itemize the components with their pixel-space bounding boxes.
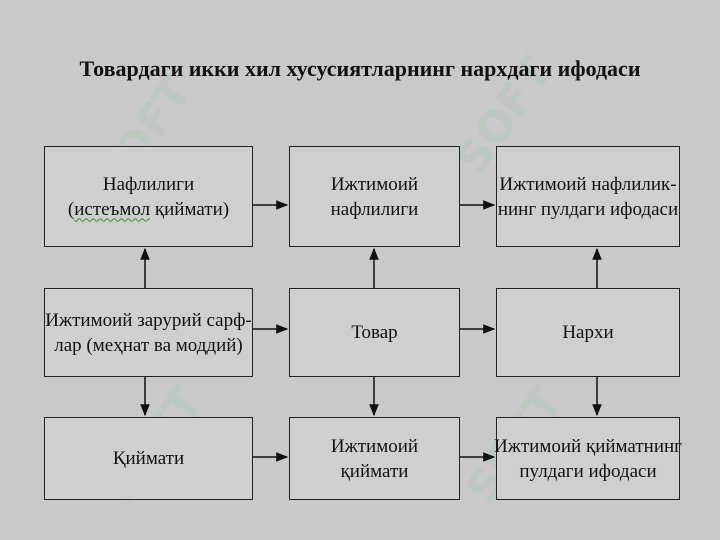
box-ijtimoiy-naflilik-puldagi: Ижтимоий нафлилик- нинг пулдаги ифодаси bbox=[496, 146, 680, 247]
box-ijtimoiy-zaruriy: Ижтимоий зарурий сарф- лар (меҳнат ва мо… bbox=[44, 288, 253, 377]
box-ijtimoiy-nafliligi-line1: Ижтимоий bbox=[330, 173, 419, 195]
box-qiymati-line1: Қиймати bbox=[112, 448, 185, 469]
box-ijtimoiy-qiymati: Ижтимоий қиймати bbox=[289, 417, 460, 500]
box-nafliligi-line2: (истеъмол қиймати) bbox=[68, 197, 229, 222]
box-ijtimoiy-nafliligi-line2: нафлилиги bbox=[330, 198, 419, 220]
istemol-word: истеъмол bbox=[74, 198, 151, 220]
qiymati-word: қиймати) bbox=[150, 198, 230, 220]
box-ijtimoiy-qiymati-line1: Ижтимоий bbox=[330, 435, 419, 457]
box-ijtimoiy-qiymati-line2: қиймати bbox=[340, 460, 409, 482]
box-ijtimoiy-qiymatning-puldagi-line1: Ижтимоий қийматнинг bbox=[494, 435, 682, 457]
diagram-title: Товардаги икки хил хусусиятларнинг нархд… bbox=[79, 56, 641, 81]
box-ijtimoiy-naflilik-puldagi-line1: Ижтимоий нафлилик- bbox=[499, 173, 677, 195]
paren-open: ( bbox=[67, 198, 75, 220]
box-ijtimoiy-qiymatning-puldagi: Ижтимоий қийматнинг пулдаги ифодаси bbox=[494, 417, 682, 500]
box-ijtimoiy-zaruriy-line2: лар (меҳнат ва моддий) bbox=[54, 334, 243, 356]
box-ijtimoiy-zaruriy-line1: Ижтимоий зарурий сарф- bbox=[45, 309, 252, 331]
box-narxi-line1: Нархи bbox=[562, 322, 614, 343]
box-tovar-line1: Товар bbox=[351, 322, 398, 343]
box-ijtimoiy-qiymatning-puldagi-line2: пулдаги ифодаси bbox=[519, 460, 657, 482]
box-ijtimoiy-nafliligi: Ижтимоий нафлилиги bbox=[289, 146, 460, 247]
box-nafliligi: Нафлилиги (истеъмол қиймати) bbox=[44, 146, 253, 247]
box-tovar: Товар bbox=[289, 288, 460, 377]
box-qiymati: Қиймати bbox=[44, 417, 253, 500]
box-nafliligi-line1: Нафлилиги bbox=[102, 173, 195, 195]
box-ijtimoiy-naflilik-puldagi-line2: нинг пулдаги ифодаси bbox=[497, 198, 679, 220]
box-narxi: Нархи bbox=[496, 288, 680, 377]
